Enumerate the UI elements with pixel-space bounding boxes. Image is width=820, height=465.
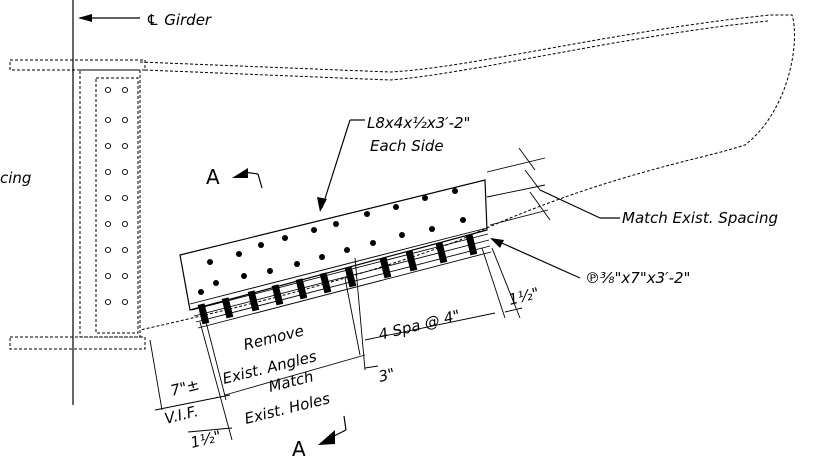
three-inch-label: 3" xyxy=(377,364,397,385)
existing-holes-column xyxy=(104,86,129,306)
exist-holes-label: Exist. Holes xyxy=(243,389,332,428)
bottom-dimensions xyxy=(149,247,523,441)
section-a-top-label: A xyxy=(206,165,220,189)
match-spacing-label: Match Exist. Spacing xyxy=(622,209,778,227)
plate-bolts xyxy=(197,234,478,325)
section-mark-top xyxy=(232,168,263,189)
one-half-right-label: 1½" xyxy=(507,284,541,309)
seven-inch-label: 7"± xyxy=(169,375,202,399)
centerline-arrow xyxy=(78,14,92,22)
angle-bolt-dots xyxy=(198,188,466,295)
one-half-left-label: 1½" xyxy=(189,427,223,452)
spa-label: 4 Spa @ 4" xyxy=(377,306,462,344)
angle-leader xyxy=(317,119,365,212)
existing-girder-outline xyxy=(9,14,795,350)
section-mark-bottom xyxy=(318,415,347,445)
girder-centerline-label: ℄ Girder xyxy=(146,11,212,29)
angle-callout: L8x4x½x3′-2" xyxy=(367,114,470,132)
plate-callout: ℗³⁄₈"x7"x3′-2" xyxy=(585,269,690,287)
plate-leader xyxy=(494,239,581,279)
vif-label: V.I.F. xyxy=(163,402,200,428)
new-angle-outline xyxy=(179,179,488,311)
spacing-dimension xyxy=(486,147,620,226)
plate-leader-arrow xyxy=(490,238,504,248)
section-a-bottom-label: A xyxy=(292,437,306,461)
each-side-label: Each Side xyxy=(370,137,444,155)
spacing-cut-label: cing xyxy=(0,169,31,187)
remove-label: Remove xyxy=(242,322,306,354)
